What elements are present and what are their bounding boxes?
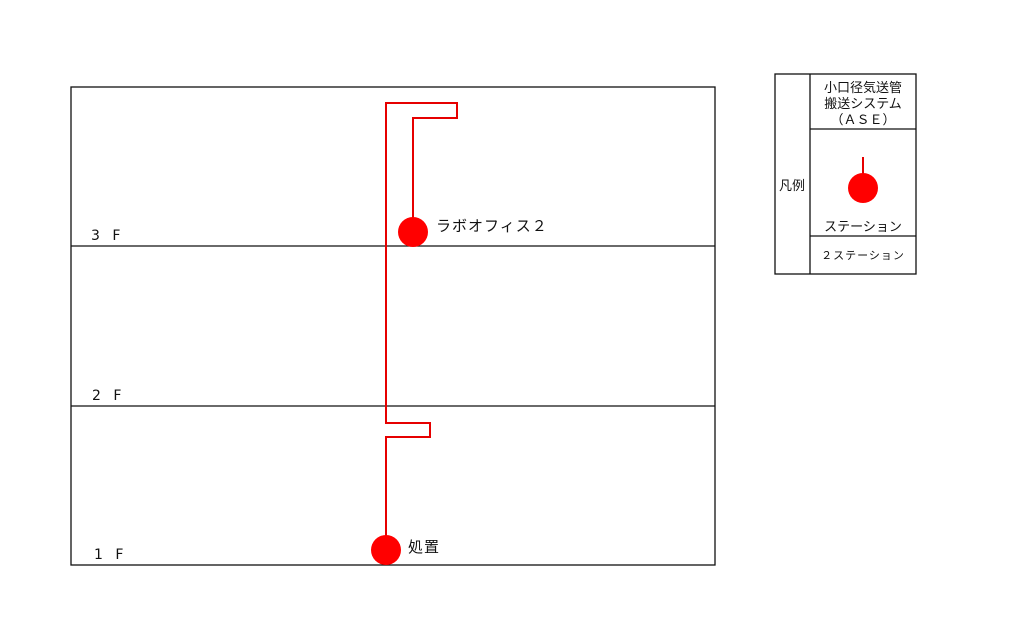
legend: 凡例 小口径気送管 搬送システム （ＡＳＥ） ステーション ２ステーション [774,73,917,275]
legend-system-line2: 搬送システム [824,97,902,112]
station-label-treatment: 処置 [408,538,440,556]
building-frame [70,86,716,566]
station-marker-lab-office [398,217,428,247]
legend-station-sample [848,173,878,203]
floor-label-2f: 2 F [92,388,125,404]
station-label-lab-office: ラボオフィス２ [436,217,548,235]
floor-label-1f: 1 F [94,547,127,563]
legend-system-line3: （ＡＳＥ） [830,113,895,128]
legend-system-line1: 小口径気送管 [824,80,902,96]
legend-frame [774,73,917,275]
station-marker-treatment [371,535,401,565]
tube-route [385,102,458,545]
floor-label-3f: 3 F [91,228,124,244]
legend-heading: 凡例 [779,179,805,194]
legend-two-station-label: ２ステーション [821,249,905,262]
legend-station-label: ステーション [824,220,902,235]
